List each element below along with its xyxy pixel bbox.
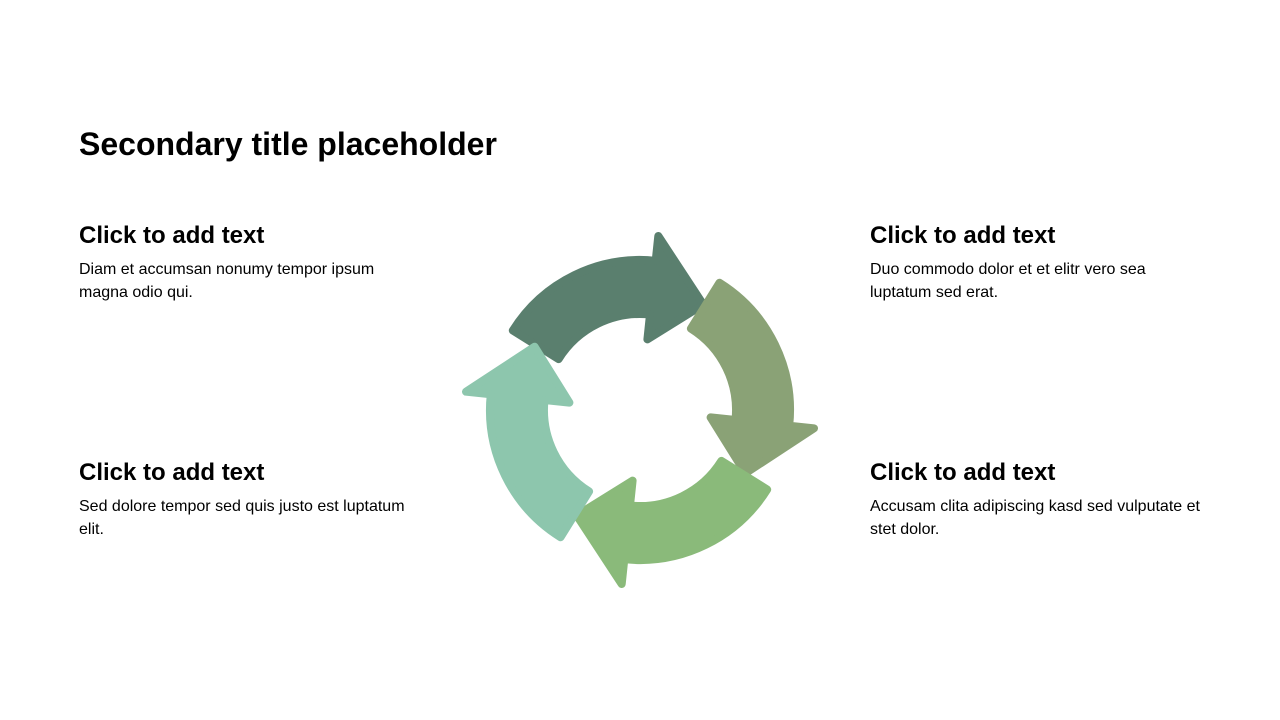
block-body[interactable]: Accusam clita adipiscing kasd sed vulput…: [870, 498, 1200, 538]
top-left-arrow[interactable]: [508, 232, 708, 364]
top-right-arrow[interactable]: [686, 278, 818, 478]
block-body[interactable]: Duo commodo dolor et et elitr vero sea l…: [870, 261, 1146, 301]
block-heading[interactable]: Click to add text: [79, 459, 265, 486]
block-heading[interactable]: Click to add text: [870, 459, 1056, 486]
text-block-top-left: Click to add text Diam et accumsan nonum…: [79, 221, 419, 304]
block-heading[interactable]: Click to add text: [79, 222, 265, 249]
cycle-diagram: [462, 232, 818, 588]
text-block-bottom-left: Click to add text Sed dolore tempor sed …: [79, 458, 419, 541]
block-heading[interactable]: Click to add text: [870, 222, 1056, 249]
text-block-top-right: Click to add text Duo commodo dolor et e…: [870, 221, 1210, 304]
text-block-bottom-right: Click to add text Accusam clita adipisci…: [870, 458, 1210, 541]
bottom-left-arrow[interactable]: [462, 342, 594, 542]
bottom-right-arrow[interactable]: [572, 456, 772, 588]
block-body[interactable]: Diam et accumsan nonumy tempor ipsum mag…: [79, 261, 375, 301]
block-body[interactable]: Sed dolore tempor sed quis justo est lup…: [79, 498, 405, 538]
page-title: Secondary title placeholder: [79, 126, 497, 162]
